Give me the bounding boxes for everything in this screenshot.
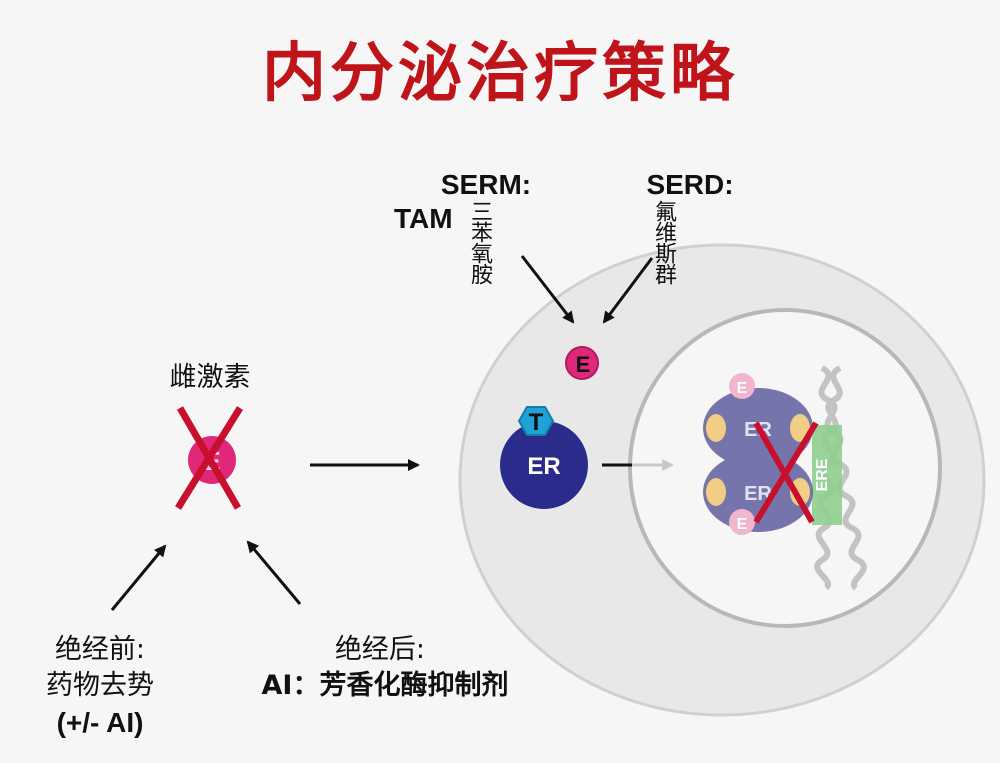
serm-label: SERM:	[440, 169, 532, 200]
arrow-serd	[602, 257, 654, 324]
premenopausal-note: (+/- AI)	[56, 707, 144, 738]
serd-label: SERD:	[646, 169, 734, 200]
cross-icon	[753, 421, 819, 524]
svg-text:ERE: ERE	[814, 458, 831, 491]
page-title: 内分泌治疗策略	[262, 36, 738, 111]
svg-text:E: E	[737, 380, 748, 397]
tamoxifen-hexagon: T	[517, 406, 555, 436]
er-dimer: ER ER E E	[703, 373, 813, 535]
svg-text:ER: ER	[744, 483, 772, 505]
arrow-postmenopausal	[246, 540, 302, 605]
cross-icon	[175, 406, 243, 510]
postmenopausal-method: AI：芳香化酶抑制剂	[261, 670, 509, 701]
arrow-premenopausal	[110, 544, 167, 611]
premenopausal-method: 药物去势	[46, 670, 154, 701]
postmenopausal-title: 绝经后:	[334, 634, 426, 665]
serd-drug-name: 氟维斯群	[651, 200, 676, 284]
serm-drug-prefix: TAM	[394, 203, 453, 234]
estrogen-cytoplasm: E	[565, 346, 599, 380]
ere-element: ERE	[812, 425, 842, 525]
estrogen-label: 雌激素	[169, 362, 251, 393]
svg-text:E: E	[576, 352, 591, 377]
svg-text:E: E	[737, 516, 748, 533]
er-receptor	[500, 421, 588, 509]
svg-text:ER: ER	[527, 453, 560, 480]
premenopausal-title: 绝经前:	[54, 634, 146, 665]
serm-drug-name: 三苯氧胺	[467, 200, 492, 284]
arrow-serm	[520, 255, 575, 324]
svg-text:T: T	[529, 409, 544, 436]
